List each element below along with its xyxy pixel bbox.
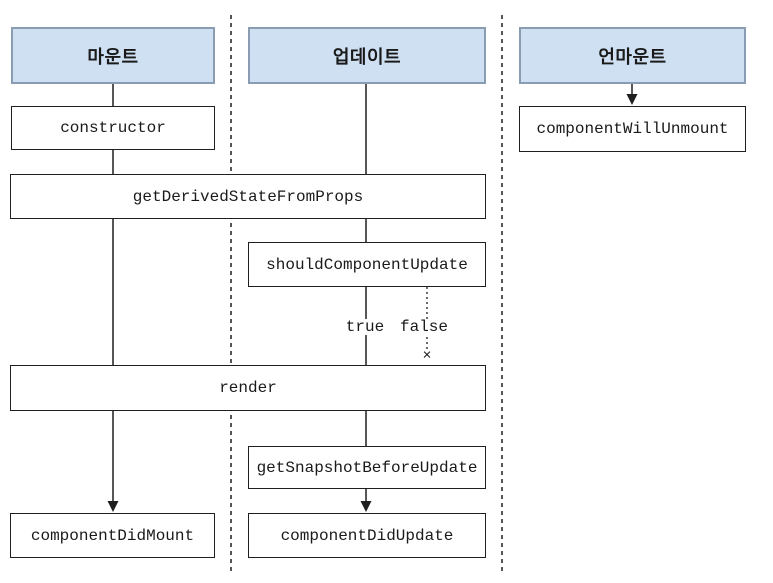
column-header-mount-label: 마운트 (87, 46, 139, 67)
node-should-component-update: shouldComponentUpdate (248, 242, 486, 287)
node-get-snapshot-before-update: getSnapshotBeforeUpdate (248, 446, 486, 489)
arrowhead-component-did-mount (107, 501, 119, 512)
column-header-mount: 마운트 (11, 27, 215, 84)
column-header-unmount-label: 언마운트 (598, 46, 667, 67)
node-component-did-mount: componentDidMount (10, 513, 215, 558)
branch-label-true: true (342, 319, 388, 335)
column-header-update-label: 업데이트 (332, 46, 402, 67)
node-constructor: constructor (11, 106, 215, 150)
arrowhead-component-will-unmount (626, 94, 638, 105)
node-render-label: render (219, 379, 277, 397)
node-component-did-update-label: componentDidUpdate (280, 526, 454, 545)
node-component-will-unmount: componentWillUnmount (519, 106, 746, 152)
terminate-mark-icon: × (422, 347, 432, 365)
node-component-did-update: componentDidUpdate (248, 513, 486, 558)
column-header-update: 업데이트 (248, 27, 486, 84)
node-component-will-unmount-label: componentWillUnmount (536, 120, 729, 138)
column-header-unmount: 언마운트 (519, 27, 746, 84)
node-get-derived-state-from-props: getDerivedStateFromProps (10, 174, 486, 219)
node-render: render (10, 365, 486, 411)
node-constructor-label: constructor (60, 119, 166, 137)
node-get-derived-state-from-props-label: getDerivedStateFromProps (132, 187, 364, 206)
node-component-did-mount-label: componentDidMount (30, 526, 195, 545)
arrowhead-component-did-update (360, 501, 372, 512)
node-get-snapshot-before-update-label: getSnapshotBeforeUpdate (256, 458, 478, 477)
node-should-component-update-label: shouldComponentUpdate (266, 255, 468, 274)
branch-label-false: false (396, 319, 452, 335)
